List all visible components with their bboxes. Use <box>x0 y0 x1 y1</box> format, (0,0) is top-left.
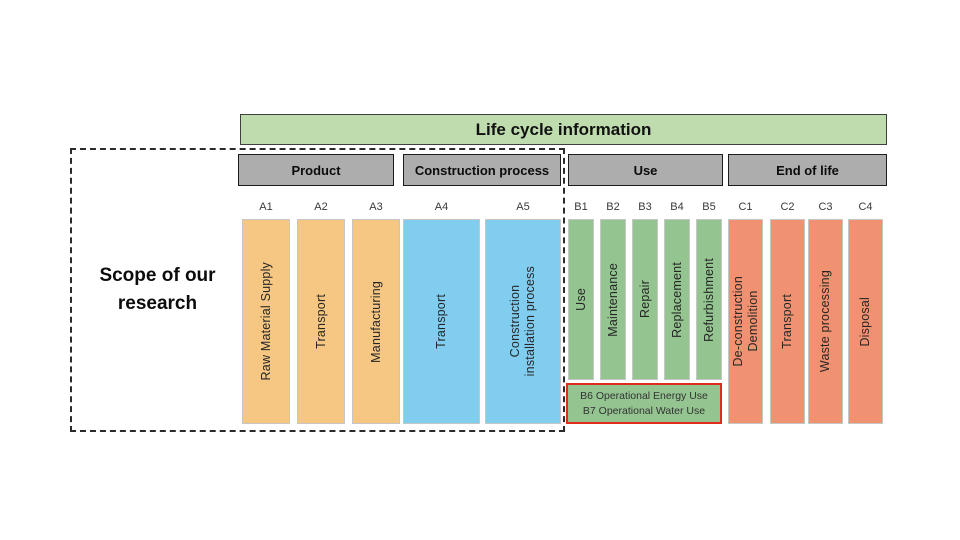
group-header-end-of-life: End of life <box>728 154 887 186</box>
stage-bar-c1-label: De-construction Demolition <box>730 276 760 367</box>
stage-bar-a2-label: Transport <box>313 294 328 349</box>
operational-energy-use-label: B6 Operational Energy Use <box>580 390 708 403</box>
scope-label: Scope of our research <box>99 265 216 314</box>
stage-code-a1: A1 <box>259 201 273 213</box>
stage-code-c3: C3 <box>818 201 833 213</box>
stage-bar-c4: Disposal <box>848 219 883 424</box>
stage-bar-b1: Use <box>568 219 594 380</box>
stage-bar-a1-label: Raw Material Supply <box>258 262 273 381</box>
stage-code-c2: C2 <box>780 201 795 213</box>
stage-bar-c3-label: Waste processing <box>818 270 832 373</box>
group-header-product: Product <box>238 154 394 186</box>
stage-code-b5: B5 <box>702 201 716 213</box>
stage-bar-b3: Repair <box>632 219 658 380</box>
stage-bar-c3: Waste processing <box>808 219 843 424</box>
group-header-use: Use <box>568 154 723 186</box>
stage-bar-a5: Construction installation process <box>485 219 561 424</box>
group-header-construction-process: Construction process <box>403 154 561 186</box>
scope-dashed-box <box>70 148 565 432</box>
stage-code-c1: C1 <box>738 201 753 213</box>
stage-bar-b2: Maintenance <box>600 219 626 380</box>
stage-bar-a3: Manufacturing <box>352 219 400 424</box>
stage-bar-a3-label: Manufacturing <box>368 280 383 363</box>
stage-bar-b3-label: Repair <box>637 280 652 319</box>
stage-code-b1: B1 <box>574 201 588 213</box>
stage-bar-b4: Replacement <box>664 219 690 380</box>
stage-bar-a4-label: Transport <box>434 294 448 349</box>
stage-bar-b5-label: Refurbishment <box>701 257 716 342</box>
stage-bar-c1: De-construction Demolition <box>728 219 763 424</box>
stage-code-a4: A4 <box>434 201 449 213</box>
stage-code-a3: A3 <box>369 201 383 213</box>
stage-bar-c2-label: Transport <box>780 294 794 349</box>
operational-use-note: B6 Operational Energy Use B7 Operational… <box>566 383 722 424</box>
stage-code-a5: A5 <box>516 201 530 213</box>
stage-code-b3: B3 <box>638 201 652 213</box>
stage-bar-b1-label: Use <box>573 288 588 311</box>
stage-bar-a2: Transport <box>297 219 345 424</box>
stage-code-b4: B4 <box>670 201 684 213</box>
stage-bar-a1: Raw Material Supply <box>242 219 290 424</box>
stage-bar-a5-label: Construction installation process <box>508 266 537 377</box>
stage-bar-b2-label: Maintenance <box>605 262 620 337</box>
stage-bar-b4-label: Replacement <box>669 261 684 338</box>
stage-bar-b5: Refurbishment <box>696 219 722 380</box>
stage-code-c4: C4 <box>858 201 873 213</box>
stage-code-a2: A2 <box>314 201 328 213</box>
life-cycle-banner: Life cycle information <box>240 114 887 145</box>
stage-bar-c4-label: Disposal <box>858 296 872 347</box>
operational-water-use-label: B7 Operational Water Use <box>582 404 706 417</box>
stage-bar-c2: Transport <box>770 219 805 424</box>
stage-code-b2: B2 <box>606 201 620 213</box>
stage-bar-a4: Transport <box>403 219 480 424</box>
